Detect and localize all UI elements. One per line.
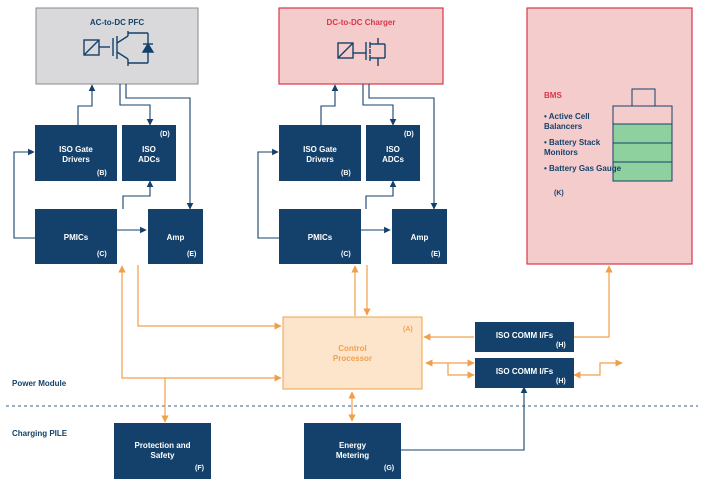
control-processor-line1: Control	[338, 344, 367, 353]
iso-adcs-1-line1: ISO	[142, 145, 156, 154]
energy-line2: Metering	[335, 451, 370, 460]
iso-gate-drivers-1-line2: Drivers	[62, 155, 90, 164]
protection-line2: Safety	[150, 451, 175, 460]
pmics-1-label: (C)	[97, 251, 107, 258]
energy-metering: Energy Metering (G)	[304, 423, 401, 479]
amp-1-title: Amp	[166, 233, 185, 242]
iso-gate-drivers-1-label: (B)	[97, 170, 107, 177]
navy-connectors	[13, 84, 528, 451]
charger-mosfet-symbol	[337, 38, 386, 66]
iso-adcs-1-line2: ADCs	[138, 155, 160, 164]
iso-adcs-2-line1: ISO	[386, 145, 400, 154]
protection-label: (F)	[195, 465, 204, 472]
amp-1-label: (E)	[187, 251, 197, 258]
pmics-1-title: PMICs	[63, 233, 89, 242]
iso-adcs-2: (D) ISO ADCs	[366, 125, 420, 181]
energy-label: (G)	[384, 465, 395, 472]
amp-1: Amp (E)	[148, 209, 203, 264]
pfc-title: AC-to-DC PFC	[89, 18, 145, 27]
control-processor-line2: Processor	[332, 354, 373, 363]
pmics-2-label: (C)	[341, 251, 351, 258]
battery-icon	[612, 88, 673, 182]
orange-connectors	[118, 265, 623, 423]
iso-gate-drivers-2-label: (B)	[341, 170, 351, 177]
bms-item-3: • Battery Gas Gauge	[544, 164, 622, 173]
bms-item-3-text: Battery Gas Gauge	[549, 164, 622, 173]
amp-2-label: (E)	[431, 251, 441, 258]
iso-adcs-2-label: (D)	[404, 131, 414, 138]
control-processor-bg	[282, 316, 423, 390]
iso-comm-2: ISO COMM I/Fs (H)	[475, 358, 574, 388]
iso-gate-drivers-2-line2: Drivers	[306, 155, 334, 164]
iso-gate-drivers-2-line1: ISO Gate	[303, 145, 337, 154]
pfc-block: AC-to-DC PFC	[36, 8, 198, 84]
bms-item-2-text: Battery Stack Monitors	[544, 138, 601, 157]
iso-adcs-2-line2: ADCs	[382, 155, 404, 164]
iso-comm-2-title: ISO COMM I/Fs	[495, 367, 554, 376]
iso-gate-drivers-1: ISO Gate Drivers (B)	[35, 125, 117, 181]
bms-item-2: • Battery Stack Monitors	[544, 138, 601, 157]
charger-block-bg	[278, 7, 444, 85]
protection-line1: Protection and	[134, 441, 191, 450]
section-charging-pile: Charging PILE	[12, 429, 68, 438]
bms-item-1-text: Active Cell Balancers	[544, 112, 590, 131]
control-processor: (A) Control Processor	[283, 317, 422, 389]
iso-gate-drivers-1-line1: ISO Gate	[59, 145, 93, 154]
bms-block: BMS • Active Cell Balancers • Battery St…	[527, 8, 692, 264]
amp-2: Amp (E)	[392, 209, 447, 264]
pmics-2: PMICs (C)	[279, 209, 361, 264]
pfc-switch-symbol	[83, 31, 155, 66]
protection-and-safety: Protection and Safety (F)	[114, 423, 211, 479]
charger-block: DC-to-DC Charger	[279, 8, 443, 84]
amp-2-title: Amp	[410, 233, 429, 242]
iso-comm-1-title: ISO COMM I/Fs	[495, 331, 554, 340]
pmics-2-title: PMICs	[307, 233, 333, 242]
bms-title: BMS	[544, 91, 562, 100]
charger-title: DC-to-DC Charger	[326, 18, 396, 27]
iso-adcs-1-label: (D)	[160, 131, 170, 138]
iso-gate-drivers-2: ISO Gate Drivers (B)	[279, 125, 361, 181]
iso-comm-1: ISO COMM I/Fs (H)	[475, 322, 574, 352]
bms-label: (K)	[554, 190, 564, 197]
energy-line1: Energy	[338, 441, 367, 450]
bms-item-1: • Active Cell Balancers	[544, 112, 590, 131]
control-processor-label: (A)	[403, 326, 413, 333]
iso-comm-2-label: (H)	[556, 378, 566, 385]
iso-comm-1-label: (H)	[556, 342, 566, 349]
iso-adcs-1: (D) ISO ADCs	[122, 125, 176, 181]
section-power-module: Power Module	[12, 379, 67, 388]
pmics-1: PMICs (C)	[35, 209, 117, 264]
